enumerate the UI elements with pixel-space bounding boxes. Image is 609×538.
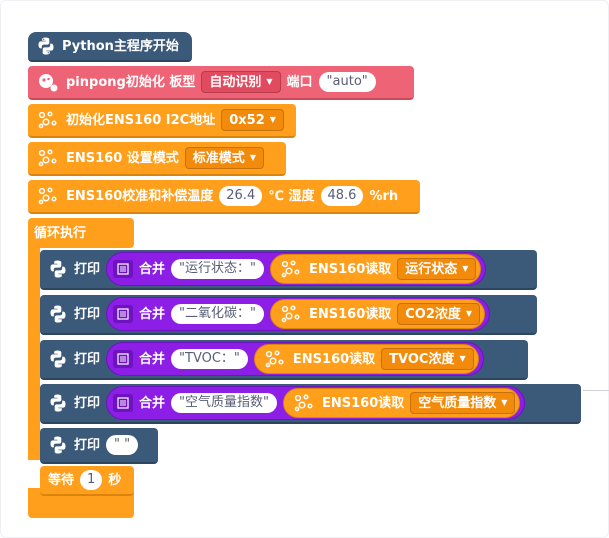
- humidity-input[interactable]: 48.6: [320, 186, 364, 206]
- i2c-address-dropdown[interactable]: 0x52 ▼: [221, 109, 284, 131]
- print-block[interactable]: 打印 " ": [40, 428, 158, 464]
- print-block[interactable]: 打印 合并 "二氧化碳：" ENS160读取 CO2浓度 ▼: [40, 295, 537, 335]
- mode-dropdown[interactable]: 标准模式 ▼: [184, 147, 264, 169]
- print-label: 打印: [74, 395, 101, 411]
- chevron-down-icon: ▼: [266, 77, 273, 86]
- python-icon: [50, 436, 66, 454]
- python-main-start-block[interactable]: Python主程序开始: [28, 32, 192, 62]
- sensor-icon: [38, 149, 57, 167]
- mode-value: 标准模式: [192, 150, 245, 166]
- string-input[interactable]: "空气质量指数": [171, 393, 277, 413]
- chevron-down-icon: ▼: [462, 264, 469, 273]
- wait-unit-label: 秒: [108, 472, 122, 488]
- join-label: 合并: [139, 351, 166, 367]
- print-block[interactable]: 打印 合并 "TVOC：" ENS160读取 TVOC浓度 ▼: [40, 340, 528, 380]
- ens160-read-block[interactable]: ENS160读取 空气质量指数 ▼: [283, 388, 521, 418]
- print-label: 打印: [74, 306, 101, 322]
- string-input[interactable]: " ": [106, 435, 139, 455]
- string-icon: [113, 394, 134, 412]
- sensor-icon: [38, 111, 57, 129]
- string-input[interactable]: "运行状态：": [171, 259, 264, 279]
- port-label: 端口: [286, 74, 313, 90]
- python-icon: [50, 394, 66, 412]
- string-input[interactable]: "TVOC：": [171, 349, 248, 369]
- ens160-calibration-block[interactable]: ENS160校准和补偿温度 26.4 ℃ 湿度 48.6 %rh: [28, 180, 420, 214]
- temperature-unit-label: ℃ 湿度: [268, 188, 315, 204]
- wait-seconds-input[interactable]: 1: [80, 470, 103, 490]
- read-field-dropdown[interactable]: TVOC浓度 ▼: [381, 348, 474, 370]
- board-type-dropdown[interactable]: 自动识别 ▼: [201, 71, 281, 93]
- sensor-icon: [281, 260, 300, 278]
- board-type-value: 自动识别: [209, 74, 262, 90]
- read-field-dropdown[interactable]: 运行状态 ▼: [397, 258, 477, 280]
- read-field-dropdown[interactable]: CO2浓度 ▼: [397, 303, 481, 325]
- ens160-init-block[interactable]: 初始化ENS160 I2C地址 0x52 ▼: [28, 104, 296, 138]
- read-label: ENS160读取: [322, 395, 405, 411]
- python-icon: [50, 350, 66, 368]
- sensor-icon: [265, 350, 284, 368]
- chevron-down-icon: ▼: [465, 309, 473, 318]
- string-icon: [113, 260, 134, 278]
- join-label: 合并: [139, 261, 166, 277]
- ens160-read-block[interactable]: ENS160读取 运行状态 ▼: [270, 254, 482, 284]
- pinpong-icon: [39, 74, 58, 92]
- sensor-icon: [294, 394, 313, 412]
- temperature-input[interactable]: 26.4: [219, 186, 263, 206]
- ens160-mode-label: ENS160 设置模式: [66, 150, 179, 166]
- loop-forever-block[interactable]: 循环执行: [28, 218, 134, 248]
- string-icon: [113, 305, 134, 323]
- read-label: ENS160读取: [309, 306, 392, 322]
- print-label: 打印: [74, 351, 101, 367]
- sensor-icon: [38, 187, 57, 205]
- pinpong-init-block[interactable]: pinpong初始化 板型 自动识别 ▼ 端口 "auto": [28, 66, 414, 100]
- join-block[interactable]: 合并 "运行状态：" ENS160读取 运行状态 ▼: [106, 252, 487, 286]
- humidity-unit-label: %rh: [369, 188, 399, 204]
- pinpong-init-label: pinpong初始化 板型: [66, 74, 196, 90]
- print-label: 打印: [74, 261, 101, 277]
- read-field-value: 运行状态: [405, 261, 458, 277]
- chevron-down-icon: ▼: [501, 398, 508, 407]
- ens160-read-block[interactable]: ENS160读取 CO2浓度 ▼: [270, 299, 486, 329]
- read-field-dropdown[interactable]: 空气质量指数 ▼: [410, 392, 516, 414]
- chevron-down-icon: ▼: [249, 153, 256, 162]
- print-block[interactable]: 打印 合并 "空气质量指数" ENS160读取 空气质量指数 ▼: [40, 384, 581, 424]
- ens160-init-label: 初始化ENS160 I2C地址: [66, 112, 216, 128]
- join-label: 合并: [139, 395, 166, 411]
- join-label: 合并: [139, 306, 166, 322]
- string-input[interactable]: "二氧化碳：": [171, 304, 264, 324]
- read-field-value: 空气质量指数: [418, 395, 497, 411]
- sensor-icon: [281, 305, 300, 323]
- chevron-down-icon: ▼: [269, 115, 276, 124]
- print-label: 打印: [74, 437, 101, 453]
- port-input[interactable]: "auto": [318, 72, 376, 92]
- join-block[interactable]: 合并 "二氧化碳：" ENS160读取 CO2浓度 ▼: [106, 297, 491, 331]
- python-icon: [50, 305, 66, 323]
- python-icon: [50, 260, 66, 278]
- ens160-mode-block[interactable]: ENS160 设置模式 标准模式 ▼: [28, 142, 286, 176]
- loop-label: 循环执行: [34, 225, 87, 241]
- read-field-value: TVOC浓度: [389, 351, 455, 367]
- join-block[interactable]: 合并 "空气质量指数" ENS160读取 空气质量指数 ▼: [106, 386, 526, 420]
- wait-block[interactable]: 等待 1 秒: [40, 466, 134, 496]
- ens160-read-block[interactable]: ENS160读取 TVOC浓度 ▼: [253, 344, 479, 374]
- wait-label: 等待: [48, 472, 75, 488]
- main-start-label: Python主程序开始: [62, 38, 179, 54]
- read-field-value: CO2浓度: [405, 306, 461, 322]
- string-icon: [113, 350, 134, 368]
- print-block[interactable]: 打印 合并 "运行状态：" ENS160读取 运行状态 ▼: [40, 250, 537, 290]
- read-label: ENS160读取: [309, 261, 392, 277]
- python-icon: [38, 37, 54, 55]
- read-label: ENS160读取: [292, 351, 376, 367]
- workspace-scroll-track: [583, 390, 609, 391]
- join-block[interactable]: 合并 "TVOC：" ENS160读取 TVOC浓度 ▼: [106, 342, 484, 376]
- loop-mouth-bar: [28, 245, 40, 460]
- chevron-down-icon: ▼: [459, 354, 466, 363]
- ens160-calibration-label: ENS160校准和补偿温度: [66, 188, 214, 204]
- i2c-address-value: 0x52: [229, 112, 265, 128]
